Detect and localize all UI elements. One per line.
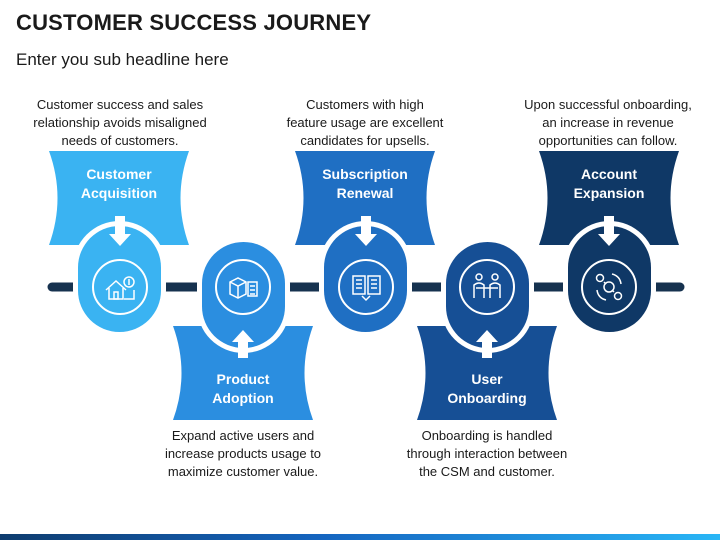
- ribbon-customer-acquisition: [49, 151, 189, 245]
- label-line: Acquisition: [80, 185, 158, 201]
- description-line: Upon successful onboarding,: [524, 97, 692, 112]
- ribbon-user-onboarding: [417, 326, 557, 420]
- arrow-down-customer-acquisition: [109, 216, 131, 246]
- description-subscription-renewal: Customers with high feature usage are ex…: [265, 96, 465, 150]
- box-checklist-icon: [229, 277, 258, 299]
- step-account-expansion: [539, 151, 679, 337]
- description-line: Customers with high: [306, 97, 424, 112]
- description-line: Customer success and sales: [36, 97, 204, 112]
- description-user-onboarding: Onboarding is handled through interactio…: [387, 427, 587, 481]
- icon-circle-user-onboarding: [459, 259, 515, 315]
- arrow-up-product-adoption: [232, 330, 254, 358]
- label-product-adoption: Product Adoption: [188, 370, 298, 408]
- page-title: CUSTOMER SUCCESS JOURNEY: [16, 10, 372, 35]
- icon-circle-account-expansion: [581, 259, 637, 315]
- description-line: maximize customer value.: [167, 464, 319, 479]
- label-line: Onboarding: [447, 390, 527, 406]
- description-line: opportunities can follow.: [538, 133, 678, 148]
- description-line: through interaction between: [406, 446, 568, 461]
- ribbon-product-adoption: [173, 326, 313, 420]
- label-line: Customer: [86, 166, 152, 182]
- step-product-adoption: [173, 237, 313, 420]
- description-line: Expand active users and: [171, 428, 315, 443]
- ribbon-subscription-renewal: [295, 151, 435, 245]
- label-account-expansion: Account Expansion: [554, 165, 664, 203]
- footer-accent-bar: [0, 534, 720, 540]
- label-customer-acquisition: Customer Acquisition: [64, 165, 174, 203]
- description-line: feature usage are excellent: [286, 115, 444, 130]
- label-subscription-renewal: Subscription Renewal: [310, 165, 420, 203]
- icon-circle-subscription-renewal: [338, 259, 394, 315]
- description-product-adoption: Expand active users and increase product…: [143, 427, 343, 481]
- icon-circle-customer-acquisition: [92, 259, 148, 315]
- arrow-up-user-onboarding: [476, 330, 498, 358]
- description-line: Onboarding is handled: [421, 428, 553, 443]
- dollar-cycle-icon: [595, 273, 623, 301]
- arrow-down-account-expansion: [598, 216, 620, 246]
- description-line: an increase in revenue: [542, 115, 674, 130]
- description-line: increase products usage to: [164, 446, 322, 461]
- description-customer-acquisition: Customer success and sales relationship …: [20, 96, 220, 150]
- label-line: Product: [216, 371, 270, 387]
- label-line: Account: [581, 166, 637, 182]
- step-subscription-renewal: [295, 151, 435, 337]
- house-dollar-icon: [105, 276, 135, 300]
- step-user-onboarding: [417, 237, 557, 420]
- label-line: Expansion: [573, 185, 645, 201]
- description-line: needs of customers.: [61, 133, 179, 148]
- step-customer-acquisition: [49, 151, 189, 337]
- ribbon-account-expansion: [539, 151, 679, 245]
- arrow-down-subscription-renewal: [355, 216, 377, 246]
- label-line: Renewal: [336, 185, 394, 201]
- label-line: User: [471, 371, 503, 387]
- icon-circle-product-adoption: [215, 259, 271, 315]
- label-line: Subscription: [322, 166, 408, 182]
- description-line: candidates for upsells.: [300, 133, 430, 148]
- label-user-onboarding: User Onboarding: [432, 370, 542, 408]
- description-line: the CSM and customer.: [419, 464, 555, 479]
- description-line: relationship avoids misaligned: [33, 115, 207, 130]
- people-meeting-icon: [473, 273, 501, 298]
- description-account-expansion: Upon successful onboarding, an increase …: [508, 96, 708, 150]
- label-line: Adoption: [212, 390, 274, 406]
- subscription-form-icon: [352, 275, 381, 302]
- page-subtitle: Enter you sub headline here: [16, 50, 229, 69]
